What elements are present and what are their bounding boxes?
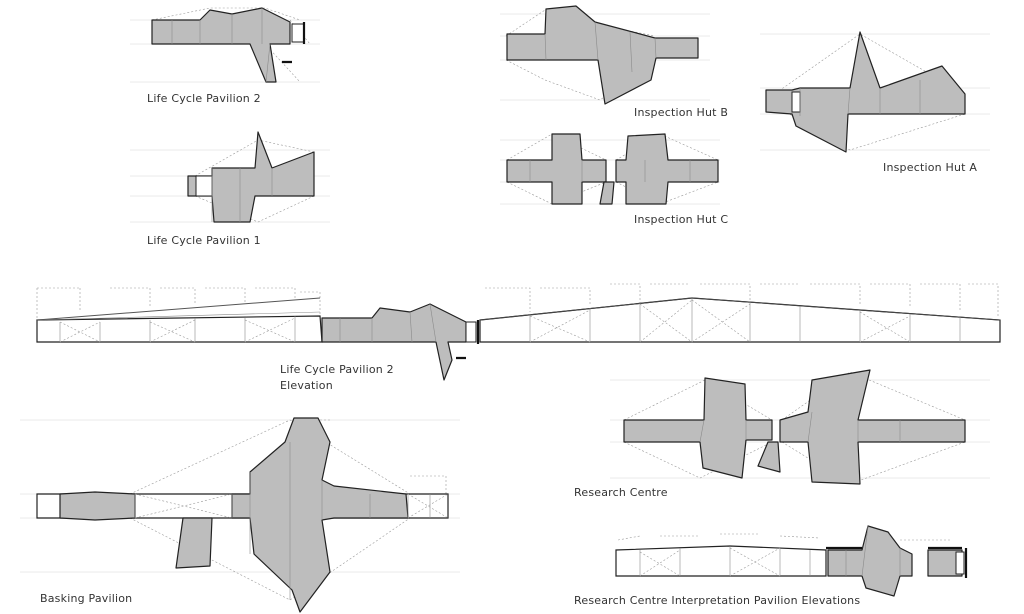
life-cycle-pavilion-2-plan [130,7,320,83]
basking-pavilion-plan [20,417,460,613]
life-cycle-pavilion-1-label: Life Cycle Pavilion 1 [147,234,261,247]
life-cycle-pavilion-2-label: Life Cycle Pavilion 2 [147,92,261,105]
inspection-hut-c-plan [500,133,720,205]
interpretation-pavilion-elevations [615,525,968,597]
life-cycle-pavilion-2-elevation-label-2: Elevation [280,379,333,392]
inspection-hut-b-label: Inspection Hut B [634,106,728,119]
life-cycle-pavilion-1-plan [130,131,330,223]
interpretation-pavilion-label: Research Centre Interpretation Pavilion … [574,594,860,607]
inspection-hut-c-label: Inspection Hut C [634,213,728,226]
basking-pavilion-label: Basking Pavilion [40,592,132,605]
inspection-hut-a-label: Inspection Hut A [883,161,977,174]
research-centre-label: Research Centre [574,486,668,499]
life-cycle-pavilion-2-elevation [36,283,1001,381]
inspection-hut-a-plan [760,31,990,153]
life-cycle-pavilion-2-elevation-label-1: Life Cycle Pavilion 2 [280,363,394,376]
inspection-hut-b-plan [500,5,710,105]
research-centre-plan [610,369,990,485]
